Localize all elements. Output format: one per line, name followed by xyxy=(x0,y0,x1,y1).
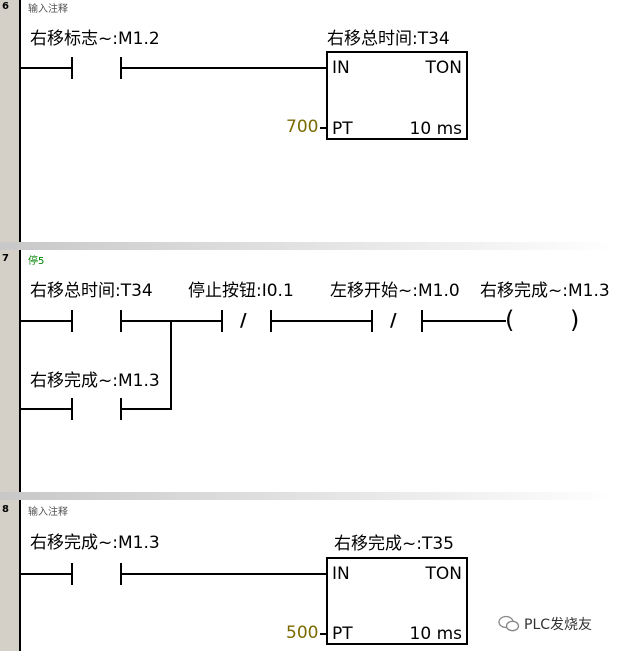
timer-preset-value[interactable]: 500 xyxy=(286,623,319,643)
ton-timer-box[interactable]: IN TON PT 10 ms xyxy=(326,557,468,645)
timer-preset-value[interactable]: 700 xyxy=(286,117,319,137)
wire xyxy=(271,320,372,322)
contact-bar-left xyxy=(71,310,73,332)
contact-label: 停止按钮:I0.1 xyxy=(188,281,294,301)
timer-name: 右移总时间:T34 xyxy=(327,29,450,49)
network-6-gutter xyxy=(0,0,19,242)
watermark-text: PLC发烧友 xyxy=(524,617,593,633)
timer-pt-pin: PT xyxy=(332,119,353,139)
coil-label: 右移完成~:M1.3 xyxy=(480,281,610,301)
network-number: 6 xyxy=(2,1,9,12)
contact-bar-left xyxy=(71,563,73,585)
network-separator xyxy=(0,492,617,500)
wechat-icon xyxy=(498,615,520,632)
wire xyxy=(320,127,327,129)
contact-bar-left xyxy=(221,310,223,332)
wire xyxy=(121,573,327,575)
network-comment[interactable]: 停5 xyxy=(28,256,45,267)
power-rail xyxy=(19,0,21,242)
wire xyxy=(320,633,327,635)
ton-timer-box[interactable]: IN TON PT 10 ms xyxy=(326,51,468,140)
network-comment[interactable]: 输入注释 xyxy=(28,507,68,518)
timer-type: TON xyxy=(425,58,462,78)
timer-pt-pin: PT xyxy=(332,624,353,644)
nc-slash: / xyxy=(390,310,397,331)
contact-bar-left xyxy=(71,398,73,420)
network-7-gutter xyxy=(0,250,19,492)
timer-in-pin: IN xyxy=(332,58,350,78)
contact-label: 左移开始~:M1.0 xyxy=(330,281,460,301)
power-rail xyxy=(19,500,21,651)
network-number: 8 xyxy=(2,504,9,515)
network-separator xyxy=(0,242,617,250)
wire xyxy=(21,408,72,410)
wire xyxy=(21,320,72,322)
watermark: PLC发烧友 xyxy=(498,614,592,634)
timer-resolution: 10 ms xyxy=(409,119,462,139)
timer-resolution: 10 ms xyxy=(409,624,462,644)
power-rail xyxy=(19,250,21,492)
contact-bar-left xyxy=(71,57,73,79)
coil-left-paren: ( xyxy=(505,306,515,334)
wire xyxy=(121,67,327,69)
wire xyxy=(121,408,172,410)
network-comment[interactable]: 输入注释 xyxy=(28,4,68,15)
branch-wire xyxy=(170,320,172,410)
coil-right-paren: ) xyxy=(570,306,580,334)
wire xyxy=(422,320,506,322)
timer-name: 右移完成~:T35 xyxy=(334,534,454,554)
timer-type: TON xyxy=(425,564,462,584)
contact-label: 右移总时间:T34 xyxy=(30,281,153,301)
contact-bar-left xyxy=(371,310,373,332)
wire xyxy=(21,573,72,575)
wire xyxy=(21,67,72,69)
timer-in-pin: IN xyxy=(332,564,350,584)
network-number: 7 xyxy=(2,253,9,264)
network-8-gutter xyxy=(0,500,19,651)
contact-label: 右移标志~:M1.2 xyxy=(30,29,160,49)
contact-label: 右移完成~:M1.3 xyxy=(30,371,160,391)
contact-label: 右移完成~:M1.3 xyxy=(30,533,160,553)
nc-slash: / xyxy=(240,310,247,331)
